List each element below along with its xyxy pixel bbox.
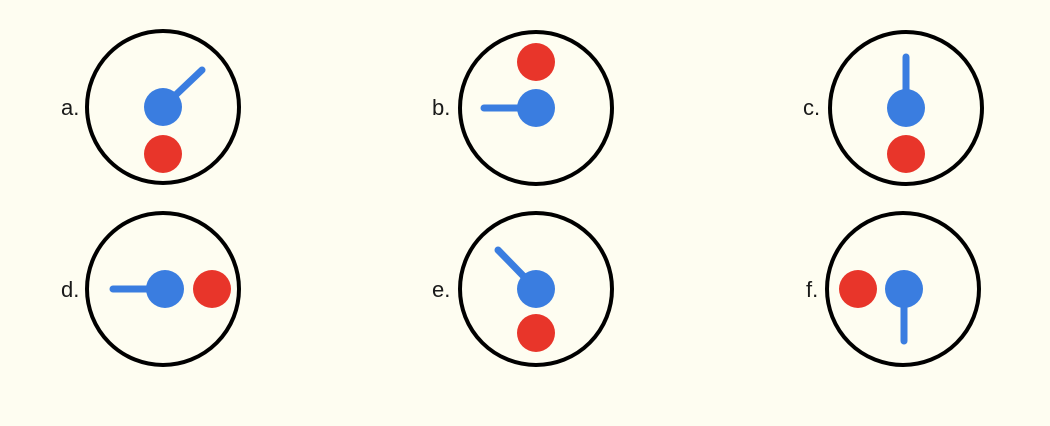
panel-f	[825, 211, 981, 367]
panel-label-d: d.	[61, 277, 80, 302]
blue-ball	[517, 89, 555, 127]
red-ball	[887, 135, 925, 173]
blue-ball	[146, 270, 184, 308]
red-ball	[193, 270, 231, 308]
panel-label-e: e.	[432, 277, 451, 302]
red-ball	[144, 135, 182, 173]
panel-label-b: b.	[432, 95, 451, 120]
red-ball	[839, 270, 877, 308]
outer-ring	[85, 211, 241, 367]
outer-ring	[85, 29, 241, 185]
outer-ring	[458, 211, 614, 367]
outer-ring	[458, 30, 614, 186]
outer-ring	[828, 30, 984, 186]
panel-e	[458, 211, 614, 367]
panel-label-f: f.	[806, 277, 819, 302]
panel-c	[828, 30, 984, 186]
outer-ring	[825, 211, 981, 367]
red-ball	[517, 43, 555, 81]
blue-ball	[144, 88, 182, 126]
panel-b	[458, 30, 614, 186]
blue-ball	[887, 89, 925, 127]
panel-d	[85, 211, 241, 367]
red-ball	[517, 314, 555, 352]
blue-ball	[517, 270, 555, 308]
panel-label-c: c.	[803, 95, 821, 120]
panel-label-a: a.	[61, 95, 80, 120]
blue-ball	[885, 270, 923, 308]
panel-a	[85, 29, 241, 185]
